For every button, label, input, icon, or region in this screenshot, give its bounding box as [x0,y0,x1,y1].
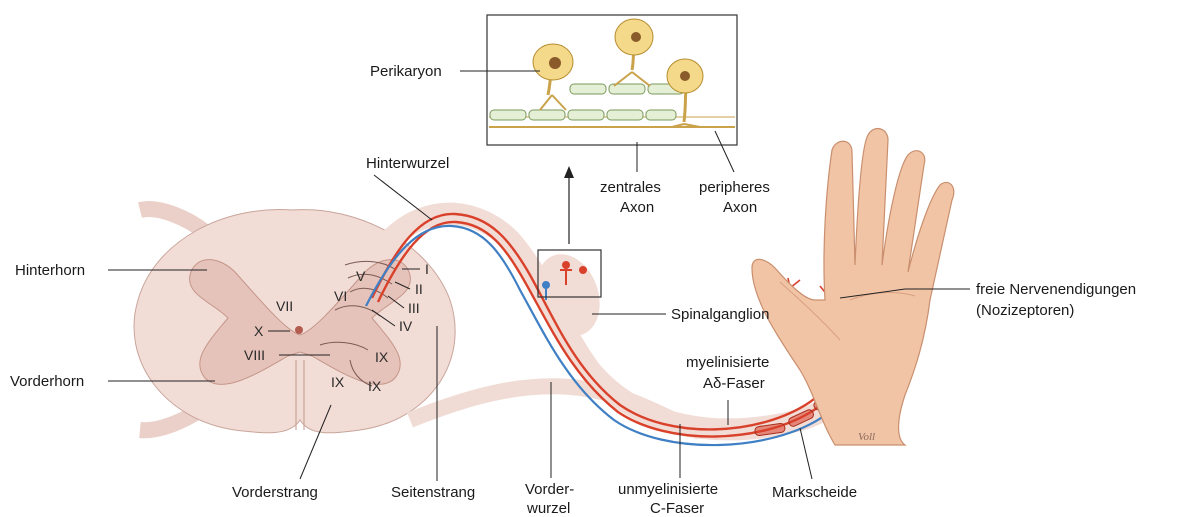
label-markscheide: Markscheide [772,484,857,501]
lamina-IX-b: IX [331,374,345,390]
label-vorderhorn: Vorderhorn [10,373,84,390]
arrow-to-inset [564,166,574,244]
label-c-faser: C-Faser [650,500,704,517]
label-peripheres: peripheres [699,179,770,196]
label-unmyelinisierte: unmyelinisierte [618,481,718,498]
label-adelta-faser: Aδ-Faser [703,375,765,392]
label-perikaryon: Perikaryon [370,63,442,80]
lamina-V: V [356,268,366,284]
lamina-VIII: VIII [244,347,265,363]
inset-neuron-box [487,15,737,145]
label-zentrales: zentrales [600,179,661,196]
lamina-X: X [254,323,264,339]
label-axon-peripheral: Axon [723,199,757,216]
lamina-III: III [408,300,420,316]
label-seitenstrang: Seitenstrang [391,484,475,501]
label-vorder: Vorder- [525,481,574,498]
lamina-IX-c: IX [368,378,382,394]
lamina-VI: VI [334,288,347,304]
label-nozizeptoren: (Nozizeptoren) [976,302,1074,319]
label-wurzel: wurzel [526,500,570,517]
label-vorderstrang: Vorderstrang [232,484,318,501]
lamina-II: II [415,281,423,297]
lamina-I: I [425,261,429,277]
label-hinterwurzel: Hinterwurzel [366,155,449,172]
lamina-VII: VII [276,298,293,314]
label-myelinisierte: myelinisierte [686,354,769,371]
lamina-IV: IV [399,318,413,334]
hand-illustration: Voll [752,129,954,445]
label-hinterhorn: Hinterhorn [15,262,85,279]
label-spinalganglion: Spinalganglion [671,306,769,323]
label-axon-central: Axon [620,199,654,216]
label-freie-nervenendigungen: freie Nervenendigungen [976,281,1136,298]
artist-signature: Voll [858,431,875,443]
lamina-IX-a: IX [375,349,389,365]
